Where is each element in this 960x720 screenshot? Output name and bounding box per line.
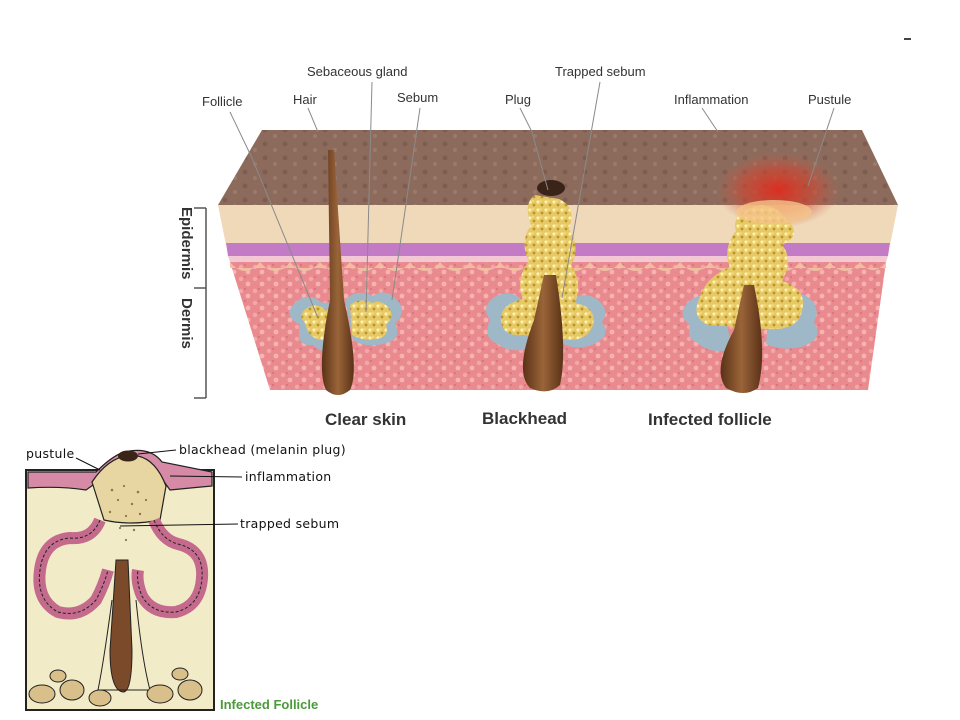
- pustule-label: Pustule: [808, 92, 851, 107]
- dermis-label: Dermis: [178, 298, 195, 349]
- trapped-sebum-blackhead: [500, 195, 594, 340]
- inset-pustule-label: pustule: [26, 446, 74, 461]
- clear-skin-caption: Clear skin: [325, 410, 406, 429]
- inset-trapped-sebum-label: trapped sebum: [240, 516, 339, 531]
- sebum-right: [350, 300, 392, 340]
- blackhead-follicle: [486, 180, 606, 392]
- inset-leader-lines: [75, 449, 243, 527]
- hair-bulb-infected: [720, 285, 763, 393]
- blackhead-caption: Blackhead: [482, 409, 567, 428]
- hair-bulb-blackhead: [522, 275, 564, 392]
- plug-label: Plug: [505, 92, 531, 107]
- hair-shaft: [321, 150, 354, 395]
- sebaceous-gland-label: Sebaceous gland: [307, 64, 407, 79]
- infected-follicle-caption: Infected follicle: [648, 410, 772, 429]
- inset-inflammation-label: inflammation: [245, 469, 332, 484]
- inset-hair: [109, 559, 133, 693]
- inset-diagram: [25, 449, 215, 711]
- inset-caption: Infected Follicle: [220, 697, 318, 712]
- inset-blackhead: [118, 450, 138, 462]
- hair-label: Hair: [293, 92, 318, 107]
- inset-blackhead-label: blackhead (melanin plug): [179, 442, 346, 457]
- pustule-cap: [736, 200, 812, 224]
- infected-follicle: [682, 200, 818, 393]
- trapped-sebum-infected: [696, 205, 804, 330]
- layer-bracket: Epidermis Dermis: [178, 207, 207, 399]
- plug: [537, 180, 565, 196]
- trapped-sebum-label: Trapped sebum: [555, 64, 646, 79]
- clear-skin-follicle: [289, 150, 402, 395]
- follicle-label: Follicle: [202, 94, 242, 109]
- top-leader-lines: [229, 81, 835, 319]
- epidermis-label: Epidermis: [178, 207, 195, 280]
- inflammation-label: Inflammation: [674, 92, 748, 107]
- sebum-label: Sebum: [397, 90, 438, 105]
- inset-pustule: [91, 454, 167, 524]
